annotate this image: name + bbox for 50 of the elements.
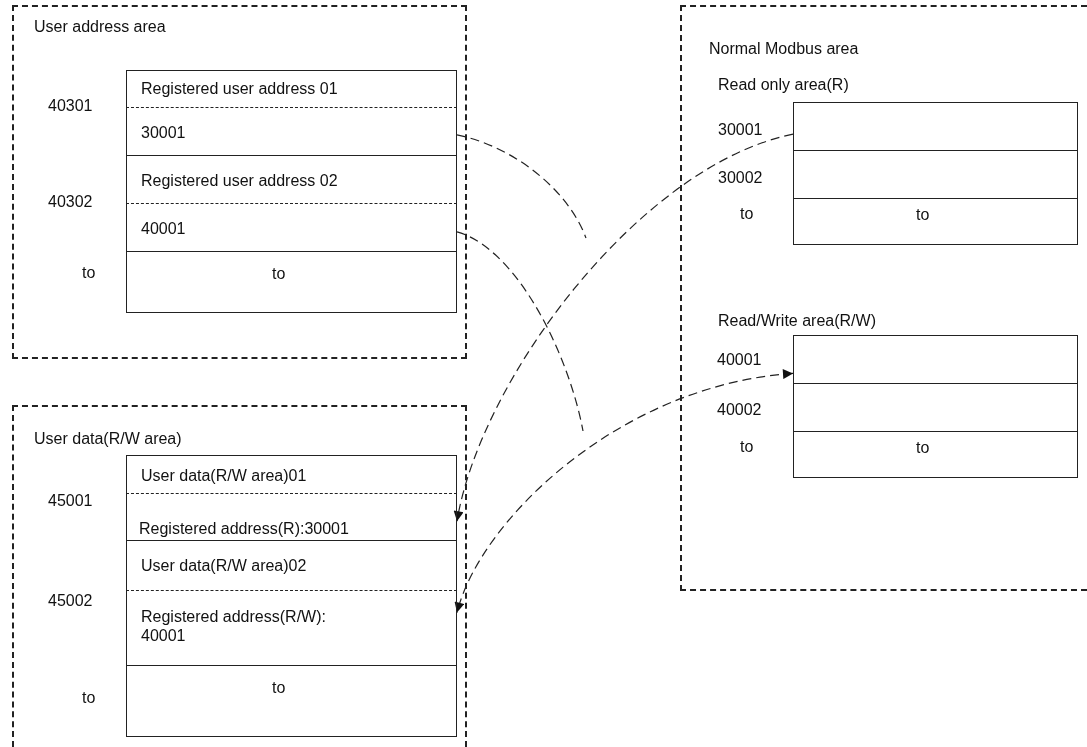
address-label: to — [82, 688, 96, 708]
area-title: Normal Modbus area — [709, 39, 859, 59]
table-row — [126, 455, 457, 493]
table-row — [793, 150, 1078, 198]
address-label: 40001 — [717, 350, 762, 370]
table-row — [126, 251, 457, 313]
table-row — [793, 383, 1078, 431]
address-label: to — [740, 204, 754, 224]
cell-text: Registered user address 02 — [141, 171, 338, 191]
area-frame — [12, 5, 467, 359]
cell-text: User data(R/W area)01 — [141, 466, 307, 486]
address-label: 30002 — [718, 168, 763, 188]
table-row — [793, 431, 1078, 478]
area-frame — [12, 405, 467, 747]
address-label: to — [82, 263, 96, 283]
table-row — [793, 102, 1078, 150]
table-row — [126, 70, 457, 107]
dashed-arrow — [455, 369, 794, 614]
address-label: to — [740, 437, 754, 457]
cell-text: 40001 — [141, 219, 186, 239]
address-label: 45001 — [48, 491, 93, 511]
cell-text: Registered user address 01 — [141, 79, 338, 99]
table-row — [793, 198, 1078, 245]
table-row — [126, 590, 457, 665]
address-label: Read only area(R) — [718, 75, 849, 95]
cell-text: to — [272, 264, 286, 284]
cell-text: User data(R/W area)02 — [141, 556, 307, 576]
area-title: User data(R/W area) — [34, 429, 182, 449]
address-label: 40301 — [48, 96, 93, 116]
table-row — [126, 493, 457, 540]
address-label: 45002 — [48, 591, 93, 611]
table-row — [793, 335, 1078, 383]
table-row — [126, 540, 457, 590]
area-frame — [680, 5, 1087, 591]
table-row — [126, 107, 457, 155]
address-label: 40002 — [717, 400, 762, 420]
cell-text: to — [916, 438, 930, 458]
table-row — [126, 203, 457, 251]
table-row — [126, 665, 457, 737]
table-row — [126, 155, 457, 203]
address-label: Read/Write area(R/W) — [718, 311, 876, 331]
cell-text: Registered address(R/W): 40001 — [141, 607, 327, 646]
area-title: User address area — [34, 17, 166, 37]
cell-text: Registered address(R):30001 — [139, 519, 349, 539]
cell-text: to — [916, 205, 930, 225]
cell-text: to — [272, 678, 286, 698]
cell-text: 30001 — [141, 123, 186, 143]
address-label: 30001 — [718, 120, 763, 140]
address-label: 40302 — [48, 192, 93, 212]
dashed-arrow — [454, 133, 794, 522]
